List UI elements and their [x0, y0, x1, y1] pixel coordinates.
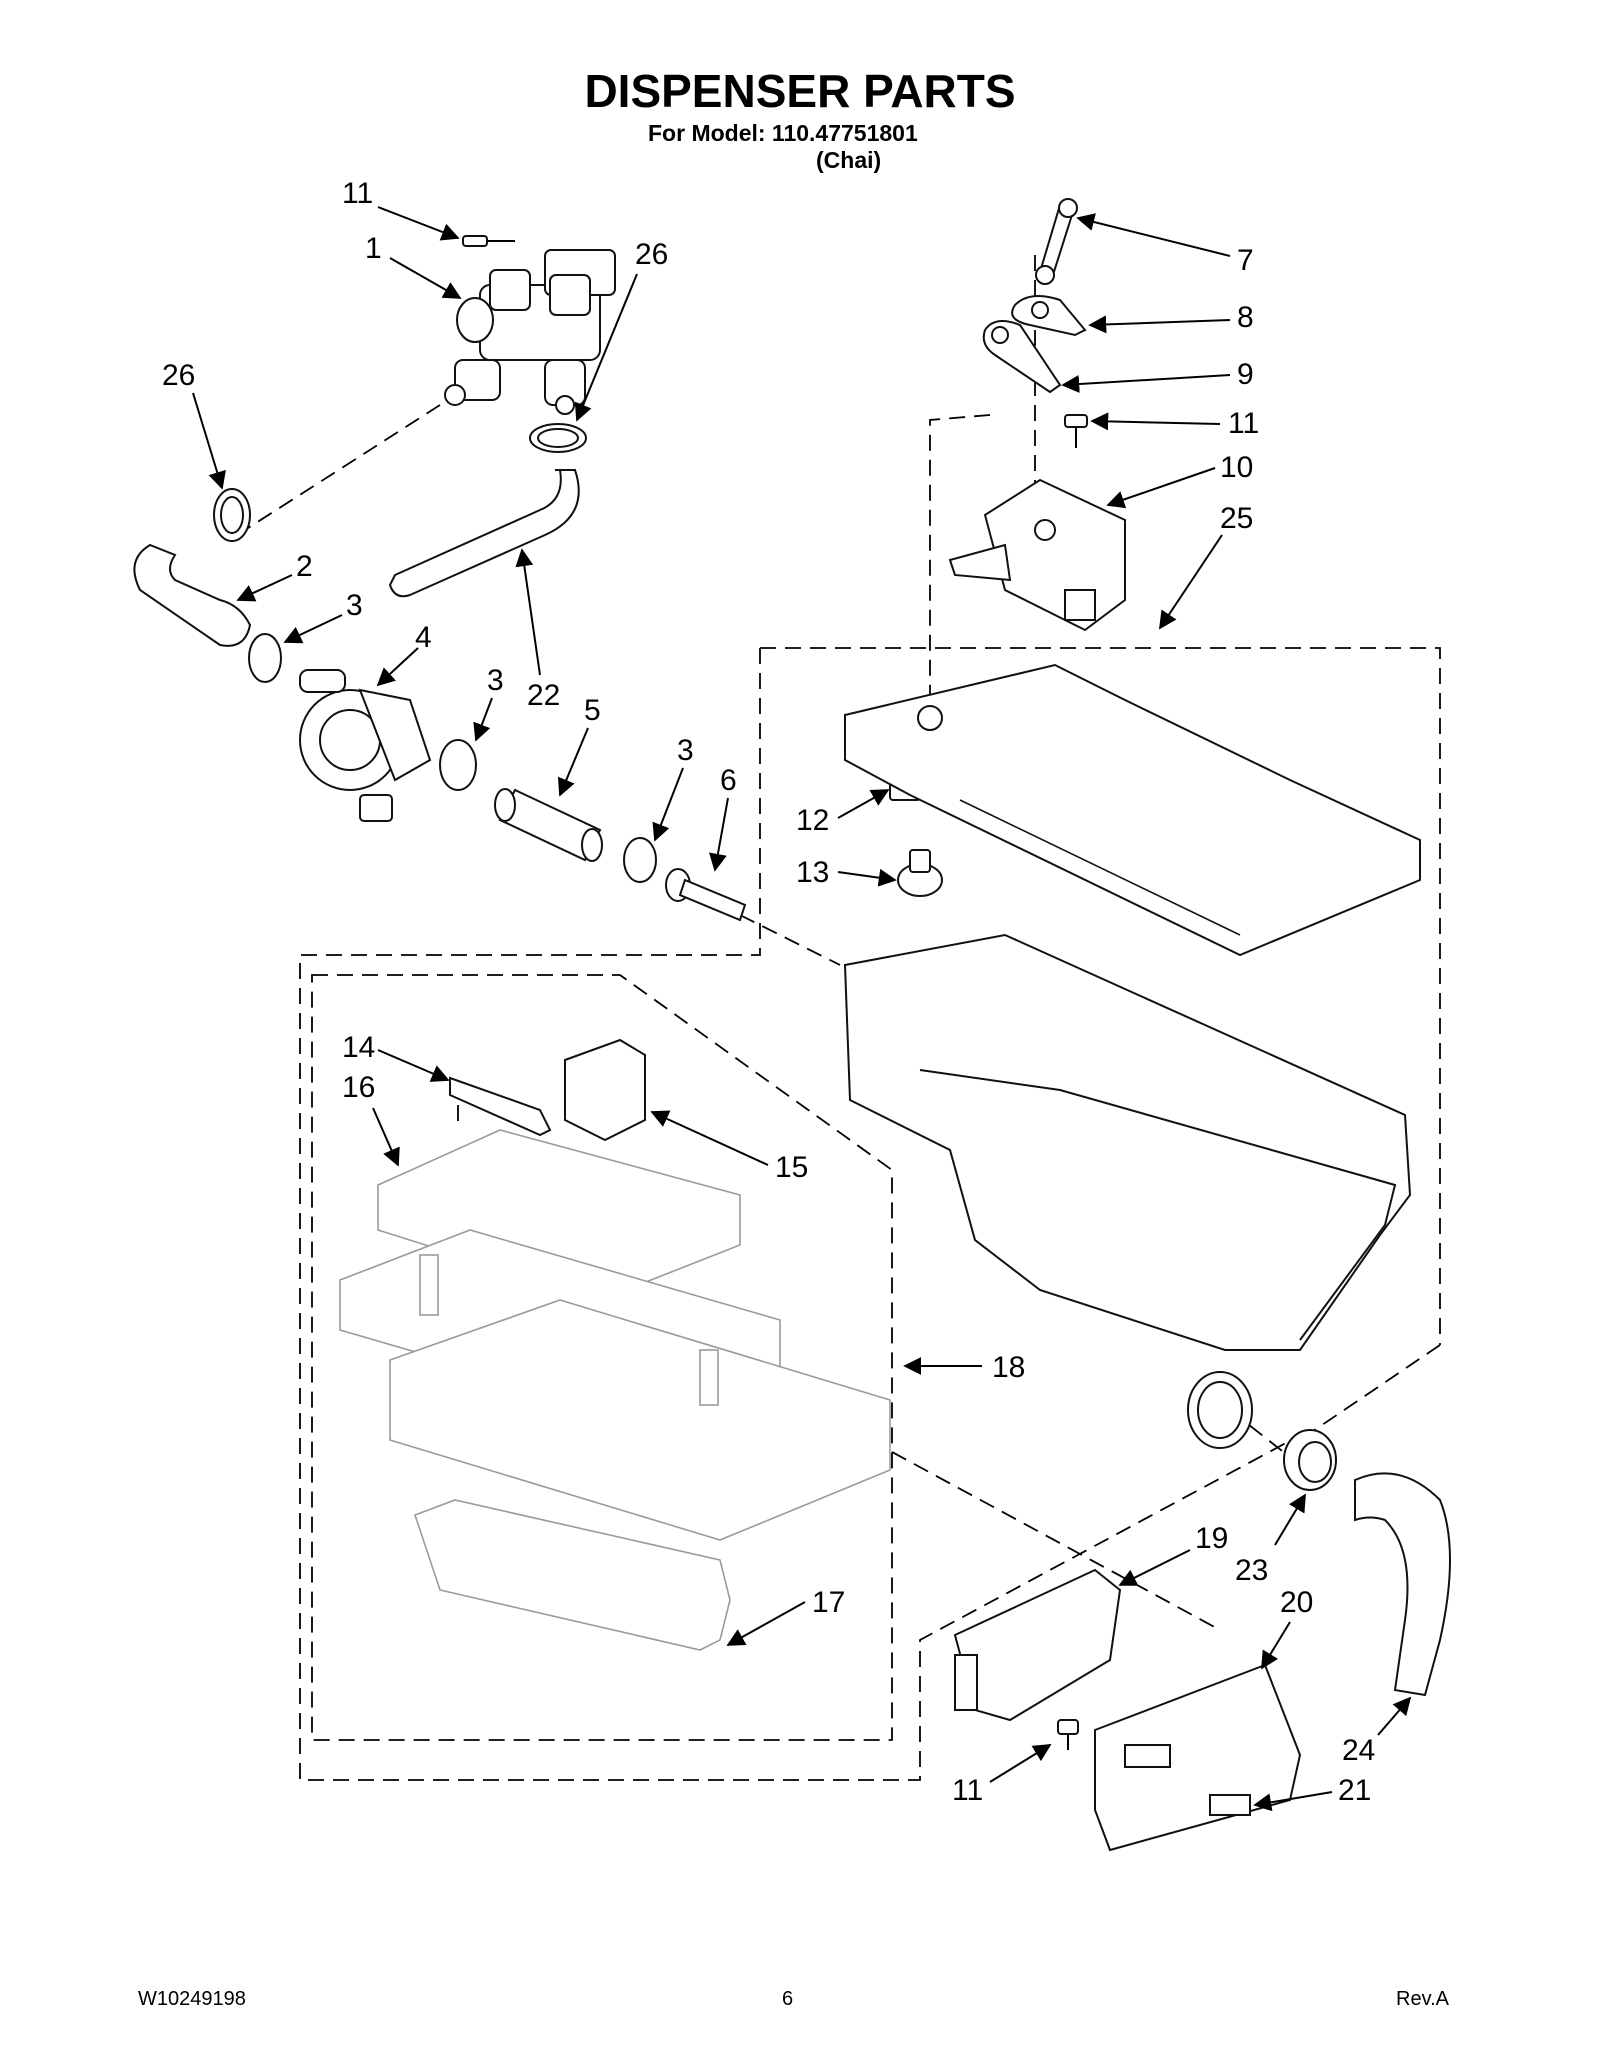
clamp-3-c — [623, 837, 657, 883]
callout-3-c: 3 — [677, 734, 694, 767]
callout-11-top: 11 — [342, 177, 373, 210]
group-box-19-20 — [1299, 1344, 1441, 1441]
lever-14 — [449, 1076, 552, 1137]
hose-22 — [388, 469, 580, 598]
group-box-25-left — [299, 648, 1311, 1781]
page-title: DISPENSER PARTS — [584, 65, 1016, 117]
bellows-24 — [1354, 1472, 1451, 1697]
ring-23 — [1283, 1429, 1337, 1491]
line-tube-dispenser — [739, 914, 841, 966]
callout-3-a: 3 — [346, 589, 363, 622]
callout-22: 22 — [527, 679, 560, 712]
gear-8 — [1011, 295, 1087, 337]
callout-2: 2 — [296, 550, 313, 583]
gasket-9 — [982, 320, 1062, 394]
screw-bottom — [1057, 1719, 1079, 1750]
callout-16: 16 — [342, 1071, 375, 1104]
group-box-18 — [311, 974, 893, 1741]
line-tray-front — [869, 1439, 1221, 1631]
callout-7: 7 — [1237, 244, 1254, 277]
nozzle-6 — [665, 868, 747, 922]
callout-15: 15 — [775, 1151, 808, 1184]
callout-11-right: 11 — [1228, 407, 1259, 440]
clamp-26-left — [213, 488, 251, 542]
callout-9: 9 — [1237, 358, 1254, 391]
knob-13 — [897, 849, 943, 897]
callout-1: 1 — [365, 232, 382, 265]
screw-top — [462, 235, 515, 247]
line-valve-hose — [244, 404, 441, 531]
inlet-4 — [299, 669, 432, 822]
doc-number: W10249198 — [138, 1988, 246, 2010]
callout-23: 23 — [1235, 1554, 1268, 1587]
callout-26-top: 26 — [635, 238, 668, 271]
clamp-26-right — [529, 423, 587, 453]
callout-24: 24 — [1342, 1734, 1375, 1767]
siphon-15 — [564, 1038, 646, 1142]
callout-11-bottom: 11 — [952, 1774, 983, 1807]
tube-5 — [494, 788, 603, 862]
callout-14: 14 — [342, 1031, 375, 1064]
callout-12: 12 — [796, 804, 829, 837]
link-7 — [1035, 198, 1078, 285]
group-box-25 — [760, 647, 1441, 1345]
callout-17: 17 — [812, 1586, 845, 1619]
revision: Rev.A — [1396, 1988, 1449, 2010]
callout-4: 4 — [415, 621, 432, 654]
callout-19: 19 — [1195, 1522, 1228, 1555]
water-valve — [444, 249, 616, 415]
tray-16 — [339, 1129, 891, 1541]
clamp-3-a — [248, 633, 282, 683]
latch-19 — [953, 1568, 1122, 1722]
motor-10 — [948, 478, 1126, 632]
callout-3-b: 3 — [487, 664, 504, 697]
callout-5: 5 — [584, 694, 601, 727]
callout-8: 8 — [1237, 301, 1254, 334]
model-variant: (Chai) — [816, 147, 882, 173]
callout-20: 20 — [1280, 1586, 1313, 1619]
callouts: 11 1 26 7 8 9 11 10 25 26 2 3 4 3 22 5 3 — [162, 177, 1412, 1812]
callout-26-left: 26 — [162, 359, 195, 392]
hose-2 — [133, 543, 252, 647]
model-line: For Model: 110.47751801 — [648, 120, 918, 146]
page-number: 6 — [782, 1988, 794, 2010]
callout-10: 10 — [1220, 451, 1253, 484]
tray-front-17 — [413, 1499, 731, 1651]
badge-21 — [1209, 1794, 1251, 1816]
clamp-3-b — [439, 739, 477, 791]
screw-right — [1064, 414, 1088, 448]
callout-21: 21 — [1338, 1774, 1371, 1807]
dispenser-lid — [844, 663, 1421, 957]
callout-18: 18 — [992, 1351, 1025, 1384]
callout-25: 25 — [1220, 502, 1253, 535]
handle-20 — [1094, 1663, 1302, 1852]
callout-6: 6 — [720, 764, 737, 797]
line-motor-lid — [929, 414, 991, 695]
callout-13: 13 — [796, 856, 829, 889]
